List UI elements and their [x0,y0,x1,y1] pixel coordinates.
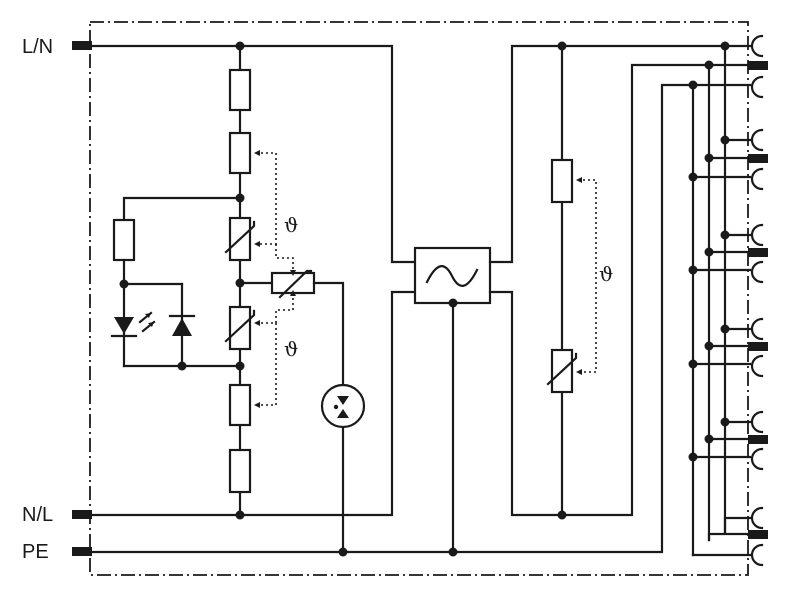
filter-block [413,246,492,305]
terminal-label-ln: L/N [22,36,53,58]
fuse-1 [228,68,252,112]
fuse-3 [228,383,252,427]
output-socket-group-2 [691,128,768,191]
output-bus [691,44,727,557]
junction-dots [119,41,730,557]
output-socket-group-1 [723,34,768,99]
sine-wave-icon [425,265,479,287]
output-socket-group-3 [691,223,768,284]
output-socket-group-5 [691,410,768,471]
terminal-ln [72,41,92,50]
output-socket-group-6 [691,506,768,567]
thermal-coupling-left [254,150,296,408]
theta-symbol-left-upper: ϑ [284,213,298,237]
terminal-nl [72,510,92,519]
indicator-circuit [110,196,242,368]
filter-output-wiring [488,44,752,517]
led-icon [114,317,134,334]
terminal-pe [72,547,92,556]
fuse-2 [228,131,252,175]
terminal-label-nl: N/L [22,504,53,526]
resistor [112,218,136,262]
terminal-label-pe: PE [22,541,49,563]
pe-protection [238,269,366,554]
theta-symbol-right: ϑ [599,262,613,286]
fuse-right [550,158,574,204]
right-protection-chain [546,158,597,394]
fuse-4 [228,448,252,494]
output-socket-group-4 [691,317,768,378]
diode-icon [172,318,192,336]
gas-discharge-tube [320,383,366,429]
enclosure-outline [89,21,749,576]
theta-symbol-left-lower: ϑ [284,337,298,361]
